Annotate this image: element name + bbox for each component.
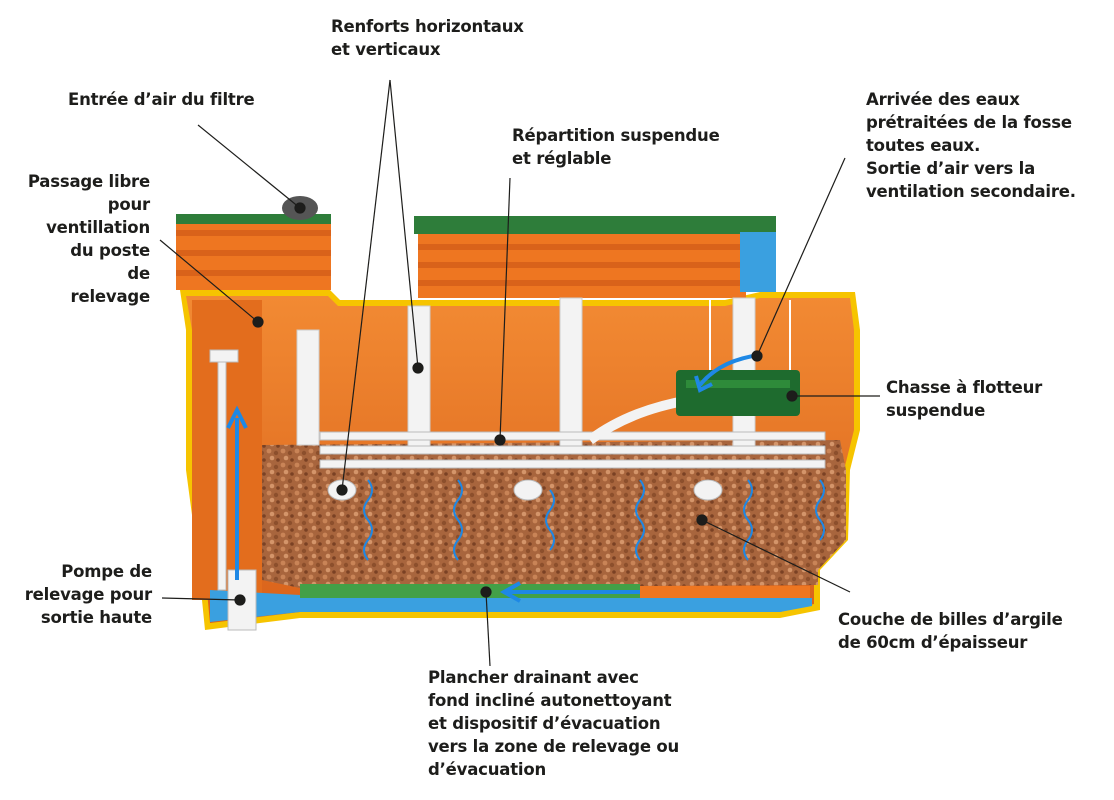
- label-plancher: Plancher drainant avec fond incliné auto…: [428, 668, 680, 779]
- float-flush-box: [676, 300, 800, 416]
- riser-left: [176, 196, 331, 290]
- label-repartition: Répartition suspendue et réglable: [512, 126, 720, 168]
- drain-floor: [300, 584, 810, 598]
- riser-right: [414, 216, 776, 298]
- leader-lines: [159, 79, 880, 667]
- label-couche: Couche de billes d’argile de 60cm d’épai…: [838, 610, 1063, 652]
- label-chasse: Chasse à flotteur suspendue: [886, 378, 1043, 420]
- clay-ball-layer: [262, 440, 846, 588]
- label-passage-libre: Passage libre pour ventillation du poste…: [27, 172, 150, 306]
- label-pompe: Pompe de relevage pour sortie haute: [24, 562, 152, 627]
- label-entree-air: Entrée d’air du filtre: [68, 90, 255, 109]
- label-arrivee: Arrivée des eaux prétraitées de la fosse…: [866, 90, 1076, 201]
- label-renforts: Renforts horizontaux et verticaux: [331, 17, 524, 59]
